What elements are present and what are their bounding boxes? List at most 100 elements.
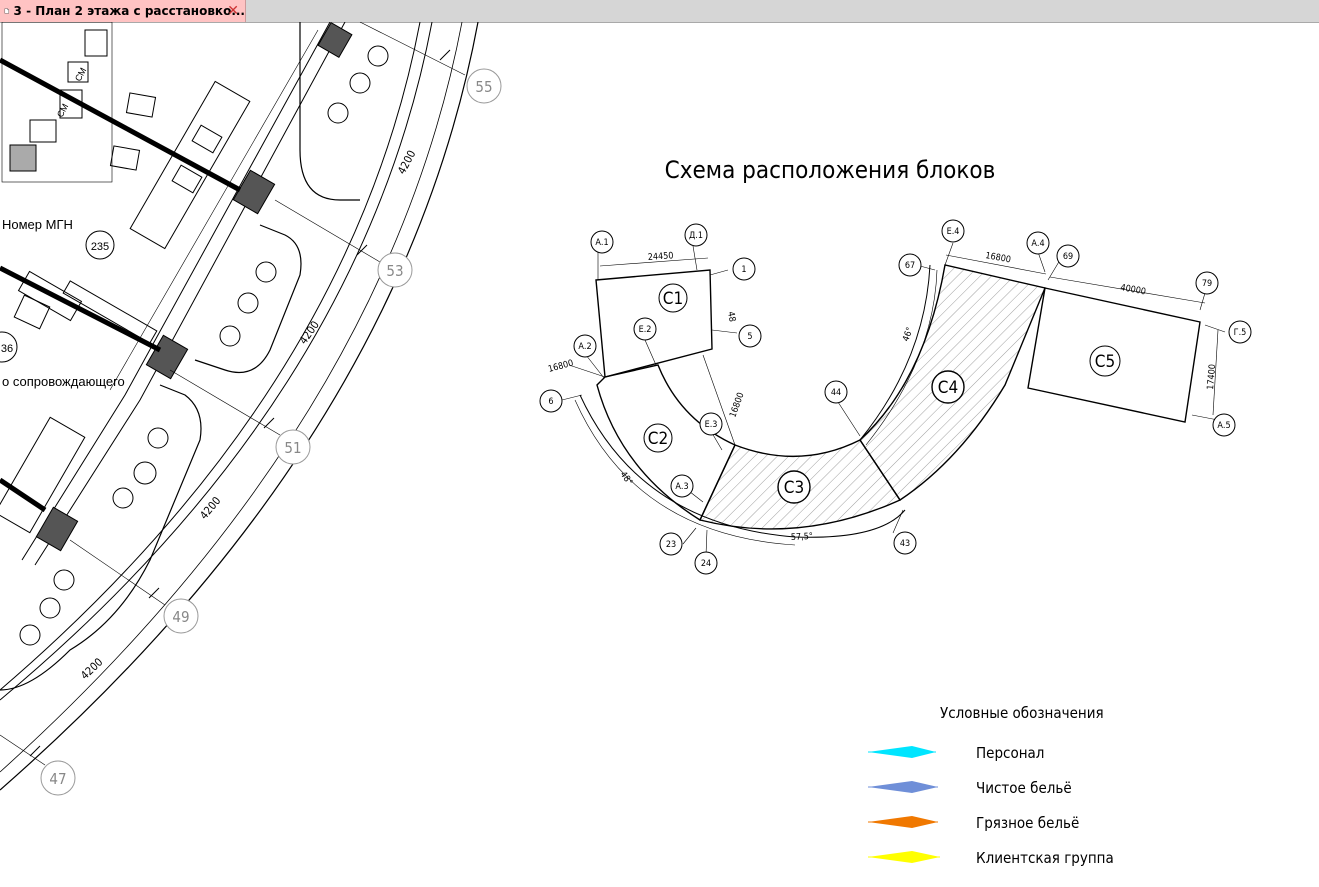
svg-text:49: 49 [172, 608, 189, 626]
document-icon [4, 8, 9, 14]
svg-text:44: 44 [831, 388, 841, 398]
legend-item-staff: Персонал [868, 744, 1044, 762]
axis-mark: 43 [893, 531, 917, 555]
svg-text:79: 79 [1202, 279, 1212, 289]
svg-text:1: 1 [741, 265, 746, 275]
svg-text:69: 69 [1063, 252, 1073, 262]
svg-text:40000: 40000 [1119, 283, 1146, 297]
svg-text:С1: С1 [663, 289, 683, 309]
svg-text:А.5: А.5 [1217, 421, 1230, 431]
svg-text:57,5°: 57,5° [791, 532, 814, 543]
block-label-c3: С3 [777, 470, 811, 504]
svg-text:А.2: А.2 [578, 342, 591, 352]
svg-text:51: 51 [284, 439, 301, 457]
plan-axis-marks: 55 53 51 49 47 [40, 68, 502, 796]
axis-mark: 47 [40, 760, 76, 796]
plan-labels: Номер МГН о сопровождающего 235 36 СМ СМ [0, 66, 125, 389]
svg-text:С2: С2 [648, 429, 668, 449]
label-mgn: Номер МГН [2, 217, 73, 232]
svg-text:А.1: А.1 [595, 238, 608, 248]
axis-mark: 69 [1056, 244, 1080, 268]
axis-mark: А.2 [573, 334, 597, 358]
block-c5 [1027, 287, 1201, 423]
svg-text:А.3: А.3 [675, 482, 688, 492]
svg-text:48: 48 [725, 311, 737, 323]
block-label-c1: С1 [658, 283, 688, 313]
svg-text:6: 6 [548, 397, 553, 407]
svg-text:16800: 16800 [984, 251, 1011, 265]
svg-text:Д.1: Д.1 [689, 231, 703, 241]
block-label-c5: С5 [1089, 345, 1121, 377]
svg-text:Г.5: Г.5 [1234, 328, 1247, 338]
svg-text:4200: 4200 [395, 148, 418, 176]
svg-text:А.4: А.4 [1031, 239, 1044, 249]
legend-item-clean-linen: Чистое бельё [868, 779, 1072, 797]
svg-text:55: 55 [475, 78, 492, 96]
room-number: 36 [1, 343, 13, 355]
legend-item-client-group: Клиентская группа [868, 849, 1114, 867]
svg-text:Грязное бельё: Грязное бельё [976, 814, 1079, 832]
legend-title: Условные обозначения [940, 704, 1104, 722]
svg-text:46°: 46° [901, 326, 915, 343]
svg-text:4200: 4200 [297, 319, 322, 347]
svg-text:5: 5 [747, 332, 752, 342]
svg-text:Персонал: Персонал [976, 744, 1044, 762]
axis-mark: Г.5 [1228, 320, 1252, 344]
axis-mark: Д.1 [684, 223, 708, 247]
tab-title: 3 - План 2 этажа с расстановко... [13, 4, 245, 18]
svg-text:16800: 16800 [728, 391, 746, 419]
svg-text:Е.3: Е.3 [705, 420, 718, 430]
block-label-c2: С2 [643, 423, 673, 453]
legend: Условные обозначения Персонал Чистое бел… [868, 704, 1114, 867]
axis-mark: 23 [659, 532, 683, 556]
svg-text:Чистое бельё: Чистое бельё [976, 779, 1072, 797]
block-label-c4: С4 [931, 370, 965, 404]
axis-mark: 5 [738, 324, 762, 348]
axis-mark: 53 [377, 252, 413, 288]
svg-text:16800: 16800 [547, 359, 574, 375]
close-tab-icon[interactable]: ✕ [227, 3, 239, 19]
axis-mark: Е.3 [699, 412, 723, 436]
svg-text:СМ: СМ [55, 102, 70, 119]
axis-mark: 67 [898, 253, 922, 277]
label-accompanying: о сопровождающего [2, 374, 125, 389]
svg-text:47: 47 [49, 770, 66, 788]
room-number: 235 [91, 241, 109, 253]
axis-mark: 49 [163, 598, 199, 634]
axis-mark: А.4 [1026, 231, 1050, 255]
block-c1 [595, 269, 713, 378]
svg-text:23: 23 [666, 540, 676, 550]
svg-text:Клиентская группа: Клиентская группа [976, 849, 1114, 867]
floor-plan [0, 22, 479, 791]
axis-mark: 6 [539, 389, 563, 413]
axis-mark: А.5 [1212, 413, 1236, 437]
svg-text:СМ: СМ [73, 66, 88, 83]
svg-text:С5: С5 [1095, 352, 1115, 372]
axis-mark: 51 [275, 429, 311, 465]
axis-mark: Е.4 [941, 219, 965, 243]
plan-dimensions: 4200 4200 4200 4200 [78, 148, 418, 682]
svg-text:67: 67 [905, 261, 915, 271]
axis-mark: Е.2 [633, 317, 657, 341]
axis-mark: 44 [824, 380, 848, 404]
svg-text:С4: С4 [938, 378, 958, 398]
scheme-axis-marks: А.1 Д.1 1 5 Е.2 А.2 6 Е.3 А.3 23 24 43 4… [539, 219, 1252, 575]
block-labels: С1 С2 С3 С4 С5 [643, 283, 1121, 504]
document-tab[interactable]: 3 - План 2 этажа с расстановко... ✕ [0, 0, 246, 22]
document-tab-bar: 3 - План 2 этажа с расстановко... ✕ [0, 0, 1319, 23]
axis-mark: А.3 [670, 474, 694, 498]
drawing-canvas[interactable]: 55 53 51 49 47 4200 4200 4200 4200 Номер… [0, 22, 1319, 887]
axis-mark: А.1 [590, 230, 614, 254]
axis-mark: 1 [732, 257, 756, 281]
svg-text:53: 53 [386, 262, 403, 280]
svg-text:24450: 24450 [648, 251, 674, 263]
axis-mark: 24 [694, 551, 718, 575]
axis-mark: 79 [1195, 271, 1219, 295]
svg-text:С3: С3 [784, 478, 804, 498]
svg-text:43: 43 [900, 539, 910, 549]
svg-text:Е.2: Е.2 [639, 325, 652, 335]
axis-mark: 55 [466, 68, 502, 104]
svg-text:48°: 48° [618, 470, 634, 487]
svg-text:24: 24 [701, 559, 711, 569]
svg-text:Е.4: Е.4 [947, 227, 960, 237]
